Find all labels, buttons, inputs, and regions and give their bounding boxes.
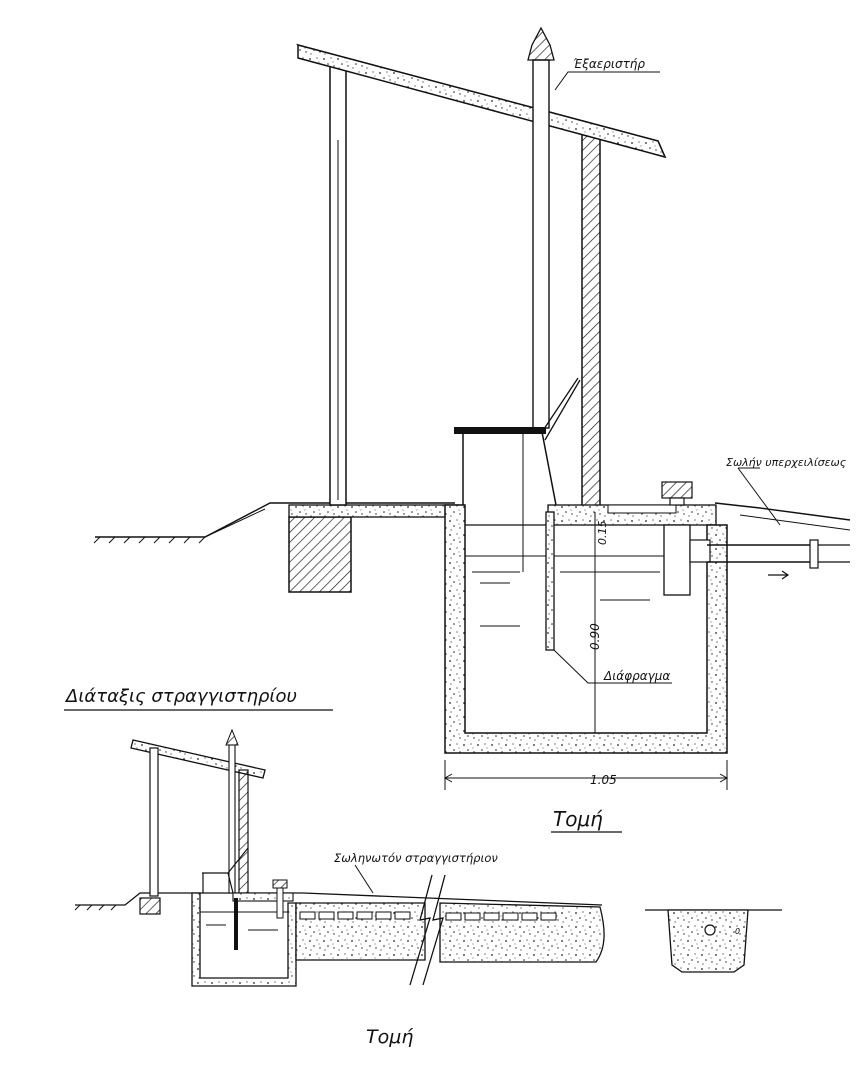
- seat-lid-open: [541, 377, 581, 441]
- main-section: 0.15 0.90 1.05 Έξαεριστήρ Σωλήν υπερχειλ…: [93, 26, 851, 833]
- depth-top-label: 0.15: [596, 521, 609, 546]
- flow-arrow-icon: [768, 570, 790, 580]
- overflow-pipe: [707, 544, 812, 563]
- drain-trench-right: [439, 902, 605, 963]
- pipe-flange: [809, 539, 819, 569]
- section-title-main: Τομή: [553, 807, 603, 831]
- width-dimension-line: [444, 760, 728, 790]
- ground-slope: [204, 508, 266, 538]
- left-foundation: [288, 516, 352, 593]
- small-left-post: [149, 747, 159, 897]
- vent-pipe: [532, 59, 550, 429]
- diaphragm: [545, 511, 555, 651]
- dimension-arrows-icon: [443, 773, 729, 783]
- small-right-wall: [238, 769, 249, 897]
- small-ground-ticks: [74, 904, 117, 911]
- diaphragm-label: Διάφραγμα: [603, 669, 670, 683]
- section-title-small: Τομή: [366, 1026, 413, 1048]
- seat-lid: [454, 427, 546, 434]
- small-outlet-cap-icon: [272, 879, 288, 889]
- ground-line-right: [714, 502, 851, 521]
- seat-box: [458, 431, 557, 506]
- break-line-right: [422, 874, 446, 986]
- vent-leader: [554, 71, 660, 91]
- small-diaphragm: [234, 898, 238, 950]
- ground-line-left: [95, 502, 455, 538]
- overflow-leader: [737, 467, 781, 526]
- drain-pipe-segments: [299, 911, 557, 921]
- depth-tank-label: 0.90: [588, 623, 602, 650]
- overflow-pipe-end: [818, 544, 850, 563]
- vent-cap-icon: [527, 26, 555, 61]
- ground-ticks-left: [93, 536, 206, 544]
- outlet-tee: [663, 524, 691, 596]
- diaphragm-leader: [553, 649, 672, 684]
- ground-slope-right: [739, 514, 851, 531]
- trench-detail: [667, 909, 749, 973]
- layout-title: Διάταξις στραγγιστηρίου: [64, 686, 297, 707]
- right-wall: [581, 131, 601, 508]
- outlet-neck: [669, 497, 685, 506]
- layout-section: Σωληνωτόν στραγγιστήριον 0 Τομή: [74, 728, 782, 1048]
- width-tank-label: 1.05: [590, 773, 617, 787]
- piped-drain-label: Σωληνωτόν στραγγιστήριον: [334, 851, 498, 865]
- floor-slab: [288, 504, 460, 518]
- overflow-pipe-label: Σωλήν υπερχειλίσεως: [726, 456, 847, 469]
- small-water-lines: [200, 911, 288, 931]
- pipe-mark-label: 0: [735, 927, 740, 936]
- tank-walls: [444, 504, 728, 754]
- vent-label: Έξαεριστήρ: [573, 57, 645, 71]
- outlet-branch: [689, 539, 711, 563]
- small-tank-walls: [191, 892, 297, 987]
- small-tank-slab: [232, 892, 294, 902]
- small-seat: [202, 847, 249, 894]
- small-outlet-pipe: [276, 887, 284, 919]
- small-ground-line: [75, 892, 603, 906]
- break-line-left: [409, 874, 433, 986]
- pipe-circle-icon: [704, 924, 716, 936]
- small-vent-cap-icon: [225, 728, 239, 746]
- drain-leader: [354, 864, 374, 894]
- small-foundation: [139, 897, 161, 915]
- access-cover: [607, 504, 677, 514]
- outlet-cap-icon: [661, 481, 693, 499]
